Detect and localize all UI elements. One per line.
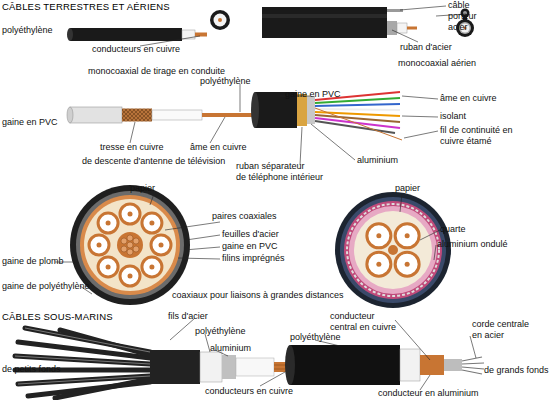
coax-core xyxy=(376,233,381,238)
coax-pair xyxy=(120,266,140,286)
part-label: isolant xyxy=(440,111,466,122)
part-label: papier xyxy=(395,183,420,194)
part-label: conducteurs en cuivre xyxy=(92,44,180,55)
part-label: quarte xyxy=(440,224,466,235)
part-label: de téléphone intérieur xyxy=(236,172,323,183)
coax-pair xyxy=(120,204,140,224)
indoor-phone-cable xyxy=(251,92,402,140)
part-label: aluminium xyxy=(357,155,398,166)
part-label: de petits fonds xyxy=(2,364,61,375)
coax-core xyxy=(106,264,111,269)
coax-core xyxy=(106,221,111,226)
part-label: fils d'acier xyxy=(168,311,208,322)
coax-pair xyxy=(367,252,391,276)
coax-pair xyxy=(367,224,391,248)
pulling-coax-cable xyxy=(67,10,230,41)
tv-antenna-cable xyxy=(67,107,260,123)
part-label: de descente d'antenne de télévision xyxy=(82,156,225,167)
part-label: monocoaxial de tirage en conduite xyxy=(88,66,225,77)
coax-core xyxy=(159,243,164,248)
coax-core xyxy=(97,243,102,248)
part-label: conducteurs en cuivre xyxy=(205,386,293,397)
part-label: gaine de plomb xyxy=(2,256,64,267)
part-label: conducteur central en cuivre xyxy=(330,311,398,333)
part-label: feuilles d'acier xyxy=(222,229,279,240)
shallow-submarine-cable xyxy=(15,328,304,398)
part-label: papier xyxy=(130,183,155,194)
part-label: tresse en cuivre xyxy=(100,142,164,153)
part-label: polyéthylène xyxy=(2,25,53,36)
part-label: gaine en PVC xyxy=(222,241,278,252)
part-label: gaine en PVC xyxy=(2,117,58,128)
part-label: conducteur en aluminium xyxy=(378,388,479,399)
coax-pair xyxy=(98,213,118,233)
part-label: corde centrale en acier xyxy=(472,319,534,341)
coax-pair xyxy=(142,213,162,233)
coax-core xyxy=(405,233,410,238)
part-label: polyéthylène xyxy=(290,332,341,343)
part-label: aluminium xyxy=(210,343,251,354)
section-heading: CÂBLES SOUS-MARINS xyxy=(2,311,113,322)
coax-core xyxy=(128,212,133,217)
part-label: gaine de polyéthylène xyxy=(2,281,90,292)
coax-core xyxy=(128,274,133,279)
part-label: câble porteur acier xyxy=(448,0,484,33)
part-label: ruban d'acier xyxy=(400,42,452,53)
coax-pair xyxy=(395,252,419,276)
aerial-coax-cable xyxy=(262,7,474,38)
part-label: fil de continuité en cuivre étamé xyxy=(440,125,535,147)
part-label: polyéthylène xyxy=(195,326,246,337)
part-label: coaxiaux pour liaisons à grandes distanc… xyxy=(172,290,344,301)
coax-pair xyxy=(142,257,162,277)
coax-core xyxy=(149,264,154,269)
part-label: ruban séparateur xyxy=(236,161,305,172)
quad-cable-section xyxy=(335,192,451,308)
deep-submarine-cable xyxy=(285,345,484,385)
coax-core xyxy=(376,262,381,267)
part-label: paires coaxiales xyxy=(212,211,277,222)
coax-core xyxy=(405,262,410,267)
coax-core xyxy=(149,221,154,226)
coax-pair xyxy=(151,235,171,255)
part-label: de grands fonds xyxy=(484,365,549,376)
part-label: gaine en PVC xyxy=(285,89,341,100)
part-label: âme en cuivre xyxy=(440,93,497,104)
part-label: aluminium ondulé xyxy=(437,239,508,250)
coax-pair xyxy=(98,257,118,277)
part-label: âme en cuivre xyxy=(190,142,247,153)
coax-pair xyxy=(395,224,419,248)
section-heading: CÂBLES TERRESTRES ET AÉRIENS xyxy=(2,1,170,12)
part-label: filins imprégnés xyxy=(222,253,285,264)
leader-lines xyxy=(55,6,476,390)
part-label: monocoaxial aérien xyxy=(398,58,476,69)
part-label: polyéthylène xyxy=(200,76,251,87)
coax-pair xyxy=(89,235,109,255)
